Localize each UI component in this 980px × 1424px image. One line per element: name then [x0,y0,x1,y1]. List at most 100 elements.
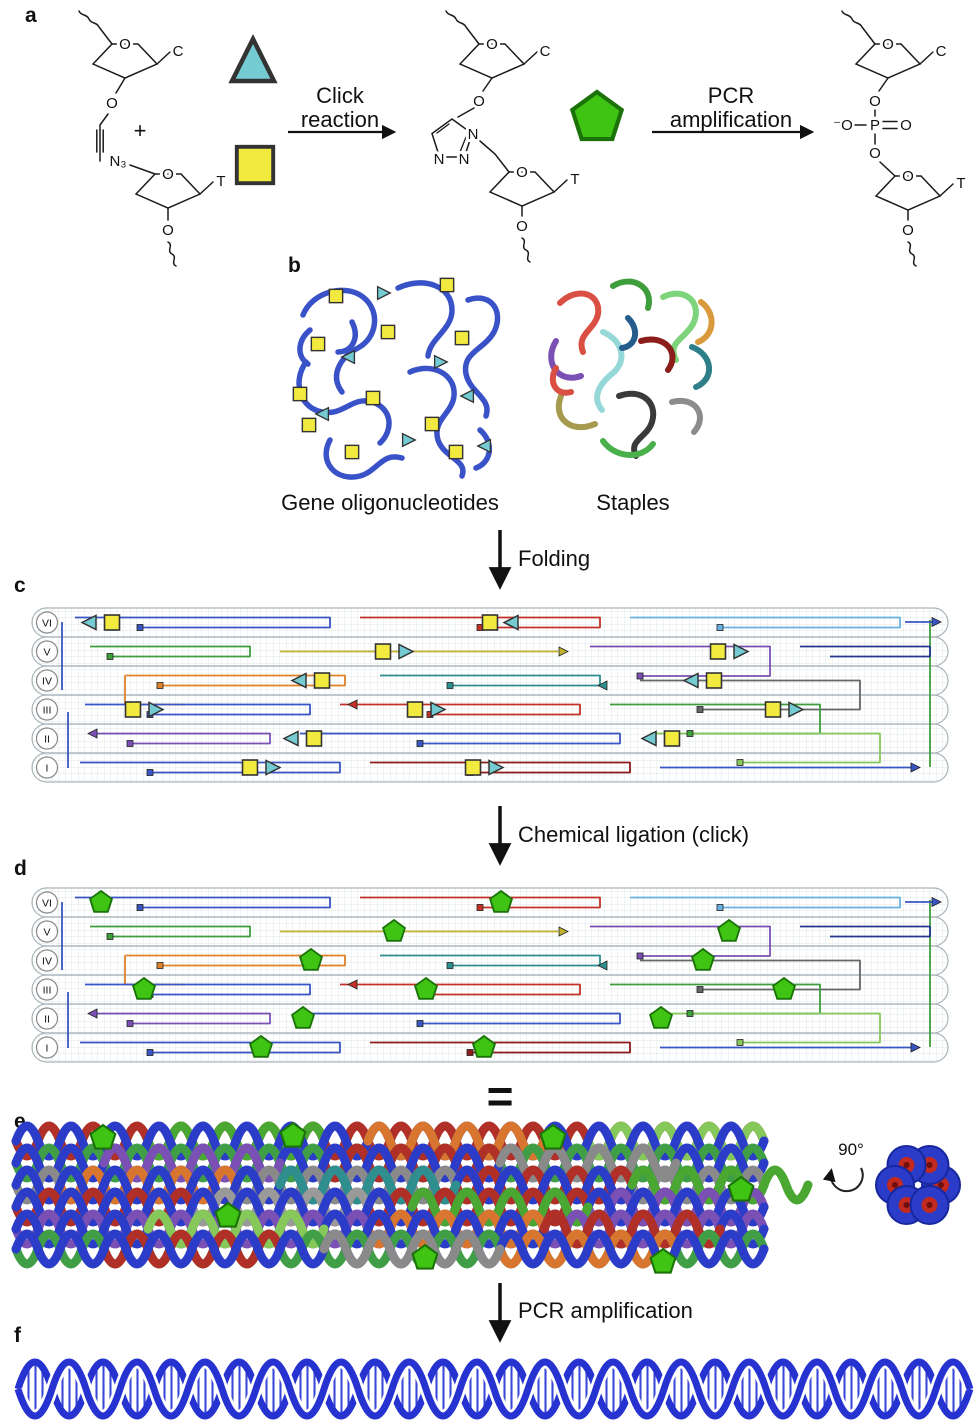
ring-oxygen-label: O [516,164,528,181]
pcr-label-1: PCR [708,83,754,108]
yellow-square-icon [424,416,440,432]
cyan-triangle-icon [232,39,274,81]
panel-c-row-labels: VI V IV III II I [42,617,52,774]
panel-d: d VI V IV III II I = [14,857,949,1122]
panel-e: e [14,1110,961,1343]
yellow-square-icon [328,288,344,304]
yellow-square-icon [448,444,464,460]
base-t-label: T [956,175,965,192]
azide-label: N₃ [110,153,127,170]
row-label: V [43,926,50,938]
panel-e-label: e [14,1110,26,1133]
rotation-arrow [822,1167,864,1193]
ring-oxygen-label: O [902,168,914,185]
dna-bundle-3d-art [16,1126,808,1264]
row-label: III [43,984,52,996]
yellow-square-icon [305,730,323,747]
cyan-triangle-icon [401,433,416,447]
ether-oxygen-label: O [473,93,485,110]
green-pentagon-icon [572,92,621,139]
base-t-label: T [570,171,579,188]
row-label: II [44,733,50,745]
phosphodiester-product-structure: C O O P ⁻O O O O T [830,10,969,267]
cyan-triangle-icon [376,286,391,300]
gene-oligo-markers [292,277,492,460]
triazole-n-label: N [468,126,479,143]
gene-oligonucleotides-label: Gene oligonucleotides [281,490,499,515]
ring-oxygen-label: O [882,36,894,53]
panel-a: a C O O + O N₃ T O Clic [25,4,969,267]
panel-f: f [14,1324,970,1416]
azide-nucleotide-structure: O N₃ T O [107,150,229,267]
row-label: VI [42,897,52,909]
yellow-square-icon [310,336,326,352]
o-minus-label: ⁻O [833,117,853,134]
panel-c-label: c [14,574,26,597]
row-label: III [43,704,52,716]
yellow-square-icon [709,643,727,660]
yellow-square-icon [292,386,308,402]
panel-d-row-labels: VI V IV III II I [42,897,52,1054]
yellow-square-icon [705,672,723,689]
ether-oxygen-label: O [902,222,914,239]
ring-oxygen-label: O [162,166,174,183]
yellow-square-icon [241,759,259,776]
base-t-label: T [216,173,225,190]
triazole-n-label: N [434,151,445,168]
bundle-cross-section [875,1145,961,1225]
yellow-square-icon [454,330,470,346]
yellow-square-icon [374,643,392,660]
yellow-square-icon [380,324,396,340]
ether-oxygen-label: O [516,218,528,235]
phosphate-oxygen-label: O [869,93,881,110]
origami-diagram-c [31,607,949,783]
base-c-label: C [936,43,947,60]
panel-c: c VI V IV III II I Chemical ligation (c [14,574,949,866]
phosphate-group: O P ⁻O O O [830,90,915,177]
pcr-label-2: amplification [670,107,792,132]
origami-diagram-d [31,887,949,1063]
triazole-product-structure: C O O N N N O T O [431,10,583,263]
folding-label: Folding [518,546,590,571]
triazole-n-label: N [459,151,470,168]
panel-d-label: d [14,857,27,880]
yellow-square-icon [344,444,360,460]
row-label: I [46,1042,49,1054]
base-c-label: C [173,43,184,60]
gene-oligonucleotides-art [296,280,501,480]
chemical-ligation-label: Chemical ligation (click) [518,822,749,847]
row-label: I [46,762,49,774]
double-bond-oxygen-label: O [900,117,912,134]
row-label: VI [42,617,52,629]
triazole-ring: N N N [431,118,510,173]
yellow-square-icon [103,614,121,631]
cyan-triangle-icon [477,439,492,453]
yellow-square-icon [481,614,499,631]
panel-a-label: a [25,4,37,27]
yellow-square-icon [464,759,482,776]
cyan-triangle-icon [433,355,448,369]
row-label: V [43,646,50,658]
yellow-square-icon [124,701,142,718]
plus-sign: + [134,118,147,143]
row-label: II [44,1013,50,1025]
yellow-square-icon [313,672,331,689]
cross-section-helix [886,1145,927,1185]
staples-art [548,278,715,459]
panel-f-label: f [14,1324,22,1347]
phosphate-oxygen-label: O [869,145,881,162]
row-label: IV [42,675,52,687]
cyan-triangle-icon [460,389,475,403]
staples-label: Staples [596,490,669,515]
yellow-square-icon [406,701,424,718]
ether-oxygen-label: O [162,222,174,239]
yellow-square-icon [764,701,782,718]
yellow-square-icon [365,390,381,406]
equals-sign: = [487,1070,514,1122]
alkyne-nucleotide-structure: C O O [78,10,187,162]
click-reaction-label-2: reaction [301,107,379,132]
ring-oxygen-label: O [486,36,498,53]
yellow-square-icon [301,417,317,433]
